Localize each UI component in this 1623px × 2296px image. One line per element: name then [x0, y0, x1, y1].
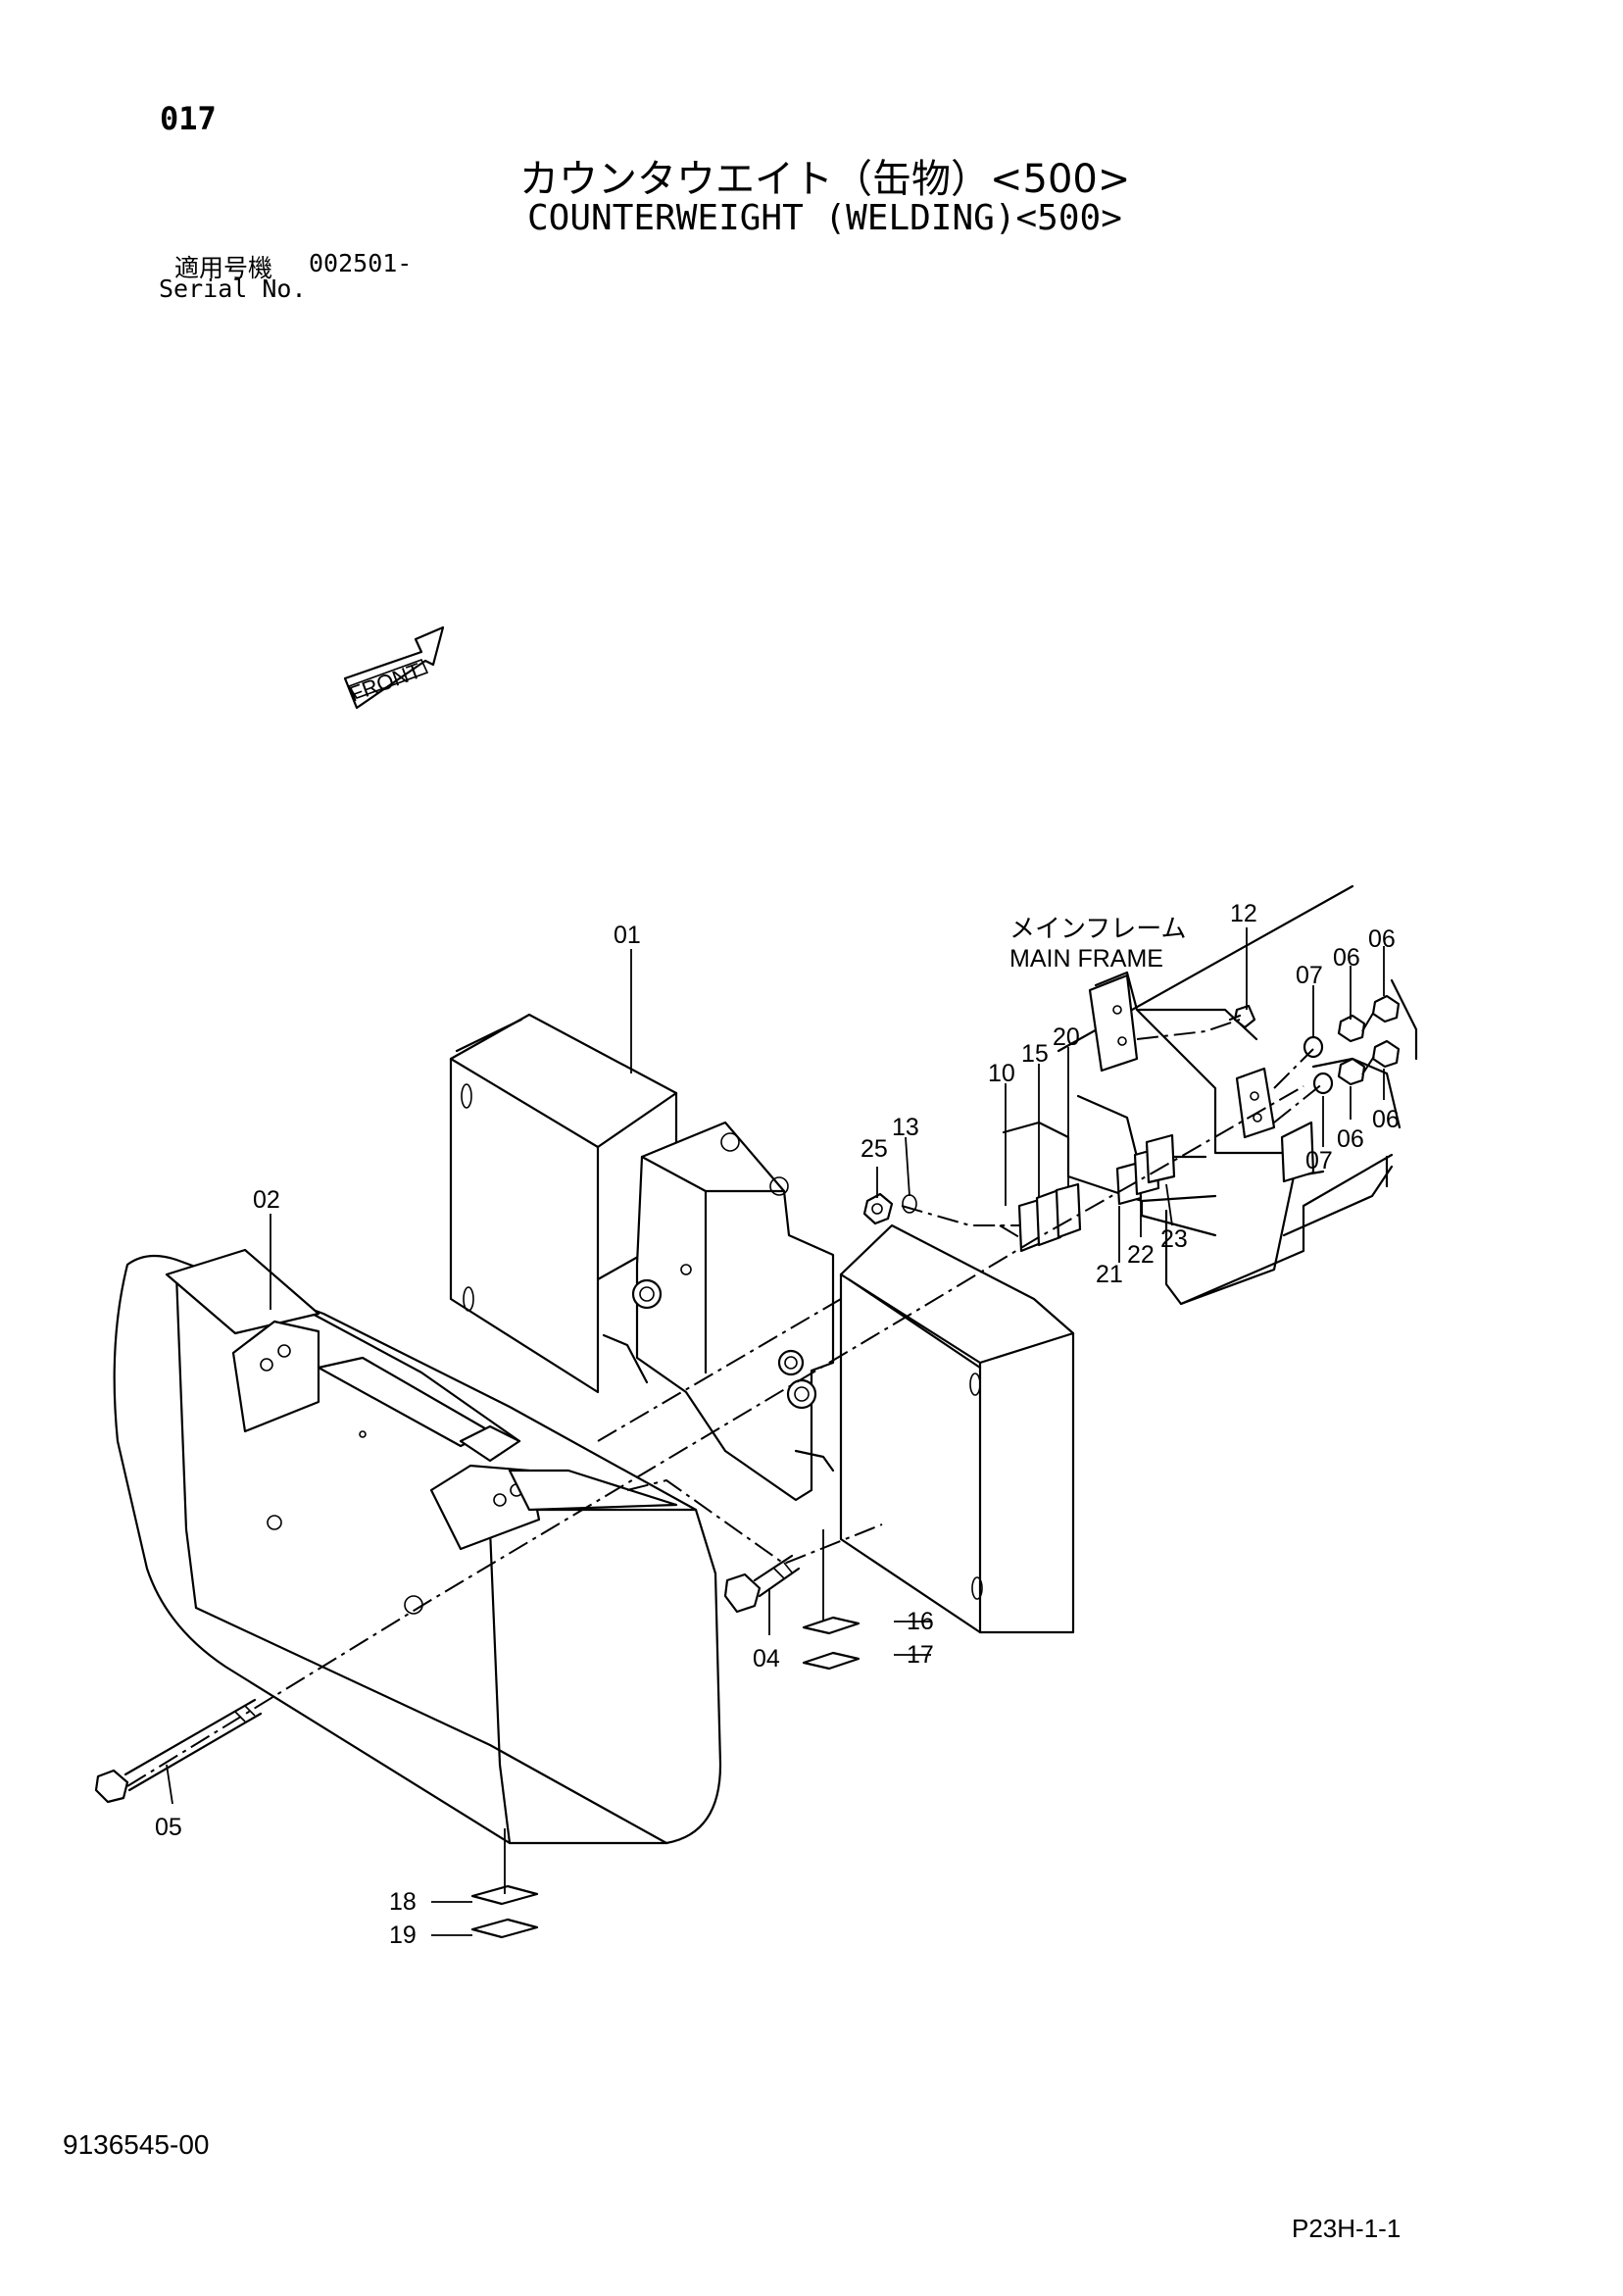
main-frame-label-japanese: メインフレーム: [1009, 915, 1186, 944]
page-number: 017: [160, 100, 217, 137]
callout-17: 17: [907, 1641, 934, 1669]
part-05-long-bolt: [94, 1698, 263, 1804]
serial-number-value: 002501-: [309, 249, 413, 277]
callout-16: 16: [907, 1608, 934, 1635]
callout-02: 02: [253, 1186, 280, 1214]
part-01-right-box: [839, 1223, 1075, 1634]
callout-06-c: 06: [1337, 1125, 1364, 1153]
page-code: P23H-1-1: [1292, 2214, 1402, 2243]
part-02-counterweight-lower: [113, 1248, 722, 1845]
callout-06-a: 06: [1333, 944, 1360, 972]
callout-19: 19: [389, 1922, 417, 1949]
callout-10: 10: [988, 1060, 1015, 1087]
page-title-japanese: カウンタウエイト（缶物）<500>: [519, 157, 1131, 202]
callout-21: 21: [1096, 1261, 1123, 1288]
callout-07-a: 07: [1296, 962, 1323, 989]
part-01-counterweight-block: [449, 1013, 835, 1502]
callout-20: 20: [1053, 1023, 1080, 1051]
callout-04: 04: [753, 1645, 780, 1672]
callout-23: 23: [1160, 1225, 1188, 1253]
document-number: 9136545-00: [63, 2129, 210, 2160]
main-frame-label-english: MAIN FRAME: [1009, 945, 1163, 973]
callout-12: 12: [1230, 900, 1257, 927]
callout-18: 18: [389, 1888, 417, 1916]
callout-13: 13: [892, 1114, 919, 1141]
callout-22: 22: [1127, 1241, 1155, 1269]
serial-label-japanese: 適用号機: [174, 254, 273, 282]
callout-15: 15: [1021, 1040, 1049, 1068]
callout-25: 25: [861, 1135, 888, 1163]
callout-01: 01: [614, 922, 641, 949]
callout-07-b: 07: [1305, 1147, 1333, 1174]
part-04-bolt: [723, 1554, 801, 1614]
callout-labels: 01 02 04 05 06 06 06 06 07 07 10 12 13 1…: [155, 900, 1400, 1949]
callout-05: 05: [155, 1814, 182, 1841]
serial-label-english: Serial No.: [159, 275, 307, 303]
callout-leader-lines: [166, 927, 1385, 1936]
callout-06-d: 06: [1372, 1106, 1400, 1133]
name-plates: [470, 1616, 861, 1939]
page-title-english: COUNTERWEIGHT (WELDING)<500>: [527, 198, 1122, 238]
front-direction-arrow: FRONT: [343, 625, 445, 710]
assembly-center-lines: [126, 1009, 1376, 1787]
callout-06-b: 06: [1368, 925, 1396, 953]
